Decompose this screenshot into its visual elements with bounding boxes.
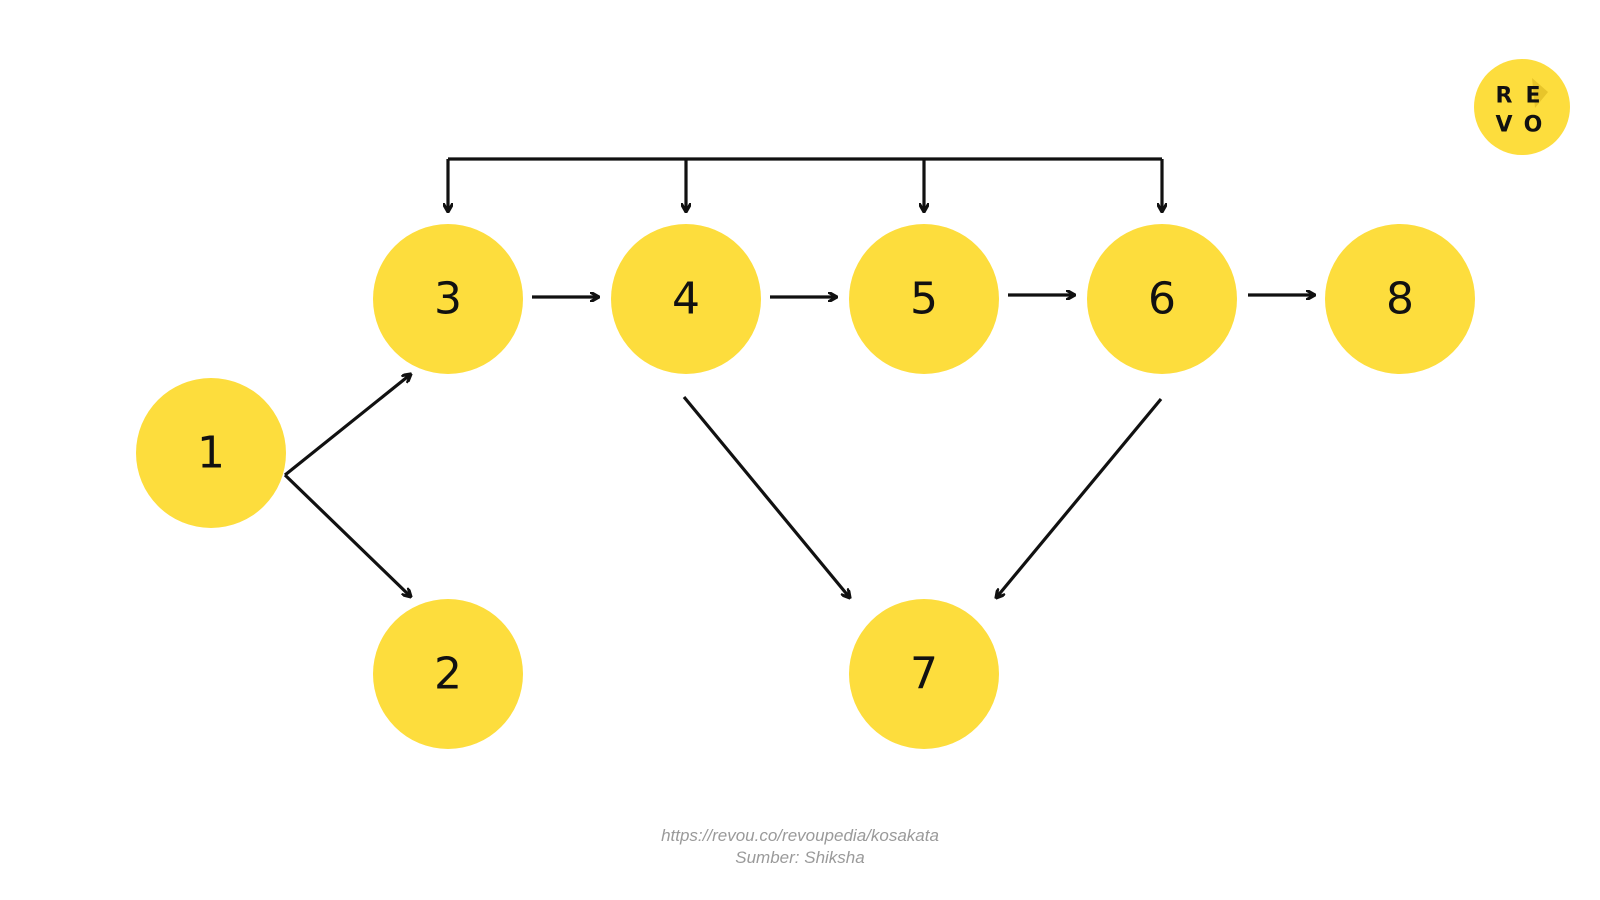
node-circle xyxy=(611,224,761,374)
arrow-1-to-3 xyxy=(283,374,411,477)
node-1: 1 xyxy=(136,378,286,528)
node-label: 3 xyxy=(434,274,462,325)
node-circle xyxy=(1325,224,1475,374)
node-circle xyxy=(373,599,523,749)
logo-letter-v: V xyxy=(1495,113,1512,138)
node-circle xyxy=(849,599,999,749)
node-label: 2 xyxy=(434,649,462,700)
node-label: 7 xyxy=(910,649,938,700)
node-2: 2 xyxy=(373,599,523,749)
footer-source-url: https://revou.co/revoupedia/kosakata xyxy=(661,826,939,845)
nodes: 1 2 3 4 5 6 7 8 xyxy=(136,224,1475,749)
arrow-1-to-2 xyxy=(283,473,411,597)
footer-source-credit: Sumber: Shiksha xyxy=(735,848,865,867)
logo-letter-e: E xyxy=(1525,84,1540,109)
node-label: 8 xyxy=(1386,274,1414,325)
logo-letter-r: R xyxy=(1496,84,1513,109)
revou-logo-icon: R E V O xyxy=(1474,59,1570,155)
node-circle xyxy=(1087,224,1237,374)
node-circle xyxy=(849,224,999,374)
arrow-6-to-7 xyxy=(996,397,1163,598)
logo-badge xyxy=(1474,59,1570,155)
node-label: 1 xyxy=(197,428,225,479)
node-label: 4 xyxy=(672,274,700,325)
node-label: 5 xyxy=(910,274,938,325)
node-circle xyxy=(373,224,523,374)
node-label: 6 xyxy=(1148,274,1176,325)
node-6: 6 xyxy=(1087,224,1237,374)
logo-letter-o: O xyxy=(1524,113,1543,138)
node-7: 7 xyxy=(849,599,999,749)
top-connector-bus xyxy=(448,157,1162,212)
node-3: 3 xyxy=(373,224,523,374)
node-5: 5 xyxy=(849,224,999,374)
node-circle xyxy=(136,378,286,528)
node-4: 4 xyxy=(611,224,761,374)
node-8: 8 xyxy=(1325,224,1475,374)
edges xyxy=(283,295,1315,598)
arrow-4-to-7 xyxy=(682,395,850,598)
